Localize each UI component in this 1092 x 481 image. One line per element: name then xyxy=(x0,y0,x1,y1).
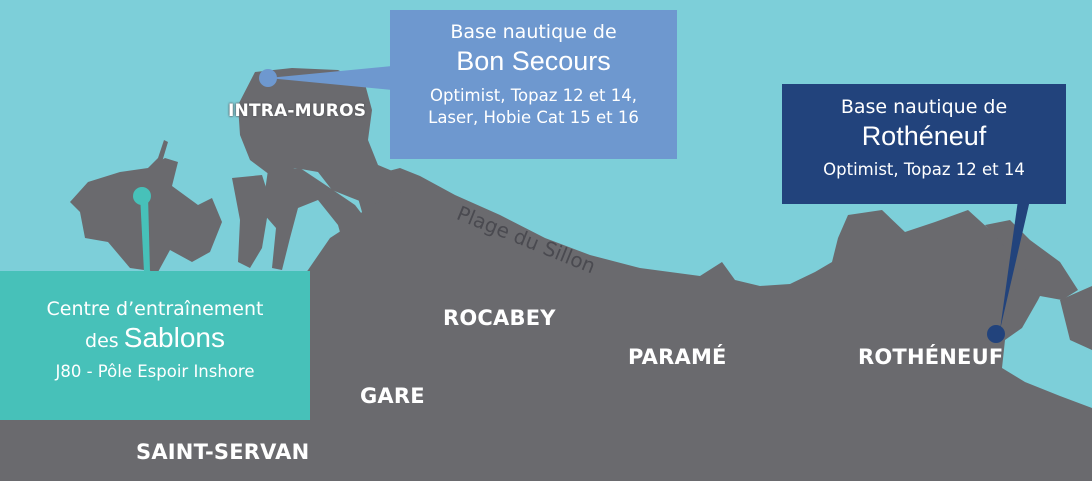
pointer-bon-secours xyxy=(268,66,392,90)
callout-sablons[interactable]: Centre d’entraînement des Sablons J80 - … xyxy=(0,271,310,420)
marker-sablons[interactable] xyxy=(133,187,151,205)
callout-sablons-title-line: des Sablons xyxy=(0,321,310,355)
marker-rotheneuf[interactable] xyxy=(987,325,1005,343)
district-label-intra-muros: INTRA-MUROS xyxy=(228,101,367,121)
callout-rotheneuf-pre: Base nautique de xyxy=(840,96,1008,118)
callout-sablons-name: Sablons xyxy=(123,322,225,353)
callout-sablons-pre-b: des xyxy=(85,330,119,352)
callout-bon-secours-pre: Base nautique de xyxy=(450,21,617,43)
callout-rotheneuf[interactable]: Base nautique de Rothéneuf Optimist, Top… xyxy=(782,84,1066,204)
district-label-saint-servan: SAINT-SERVAN xyxy=(136,440,310,464)
callout-bon-secours[interactable]: Base nautique de Bon Secours Optimist, T… xyxy=(390,10,677,159)
callout-sablons-line-1: J80 - Pôle Espoir Inshore xyxy=(55,362,255,381)
marker-bon-secours[interactable] xyxy=(259,69,277,87)
district-label-rocabey: ROCABEY xyxy=(443,306,556,330)
callout-rotheneuf-name: Rothéneuf xyxy=(861,121,987,151)
callout-bon-secours-name: Bon Secours xyxy=(456,46,611,76)
district-label-parame: PARAMÉ xyxy=(628,345,727,369)
callout-bon-secours-line-1: Optimist, Topaz 12 et 14, xyxy=(430,86,637,105)
pointer-sablons xyxy=(140,195,150,272)
land-rotheneuf-east xyxy=(1060,286,1092,350)
land-docks xyxy=(262,168,368,270)
district-label-gare: GARE xyxy=(360,384,425,408)
land-breakwater xyxy=(148,140,168,172)
land-rotheneuf-point xyxy=(985,220,1078,300)
pointer-rotheneuf xyxy=(1000,200,1030,330)
callout-rotheneuf-line-1: Optimist, Topaz 12 et 14 xyxy=(823,160,1025,179)
callout-sablons-pre-a: Centre d’entraînement xyxy=(46,298,264,320)
district-label-rotheneuf: ROTHÉNEUF xyxy=(858,345,1004,369)
land-pier xyxy=(232,175,270,268)
callout-bon-secours-line-2: Laser, Hobie Cat 15 et 16 xyxy=(428,108,639,127)
